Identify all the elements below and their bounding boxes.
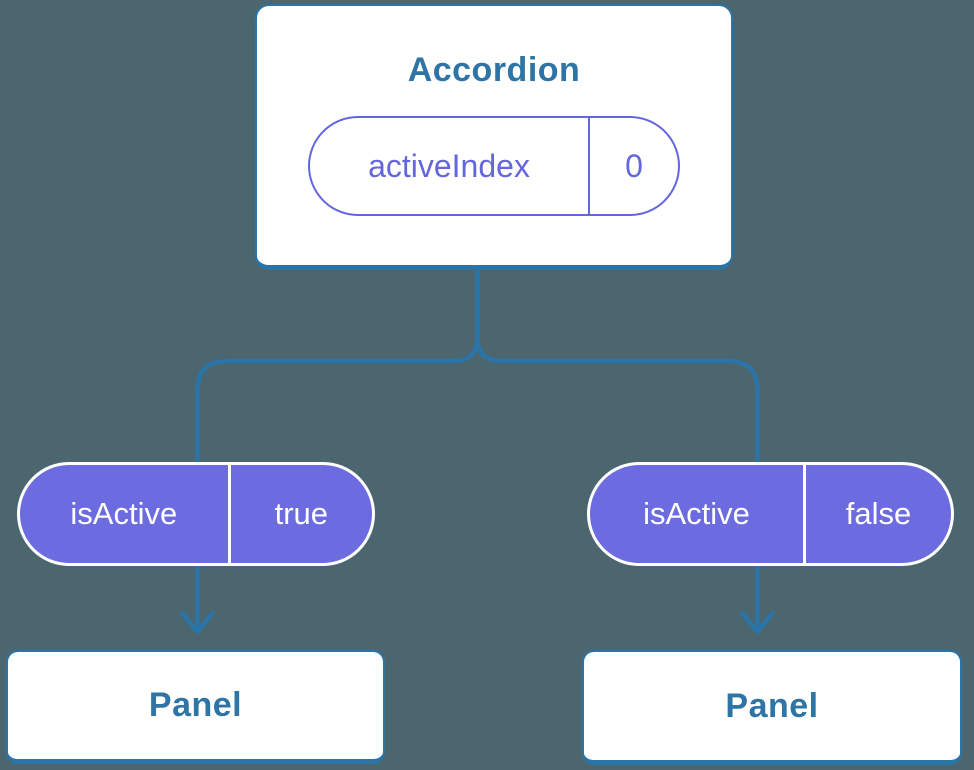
arrow-left-pill-to-panel xyxy=(180,564,215,635)
prop-name: isActive xyxy=(590,465,806,563)
state-pill: activeIndex 0 xyxy=(308,116,680,216)
prop-value: false xyxy=(845,496,912,531)
prop-name: isActive xyxy=(20,465,231,563)
prop-value: true xyxy=(274,496,329,531)
prop-pill-left: isActive true xyxy=(17,462,375,566)
state-name: activeIndex xyxy=(310,118,590,214)
panel-title: Panel xyxy=(725,686,819,725)
state-value: 0 xyxy=(625,147,643,184)
panel-node-left: Panel xyxy=(6,650,385,764)
connector-root-to-left-pill xyxy=(195,265,480,466)
accordion-component-node: Accordion activeIndex 0 xyxy=(255,4,733,270)
component-title: Accordion xyxy=(407,51,581,89)
prop-pill-right: isActive false xyxy=(587,462,954,566)
panel-node-right: Panel xyxy=(582,650,962,765)
arrow-right-pill-to-panel xyxy=(740,562,775,635)
panel-title: Panel xyxy=(148,686,243,724)
connector-root-to-right-pill xyxy=(475,265,760,466)
